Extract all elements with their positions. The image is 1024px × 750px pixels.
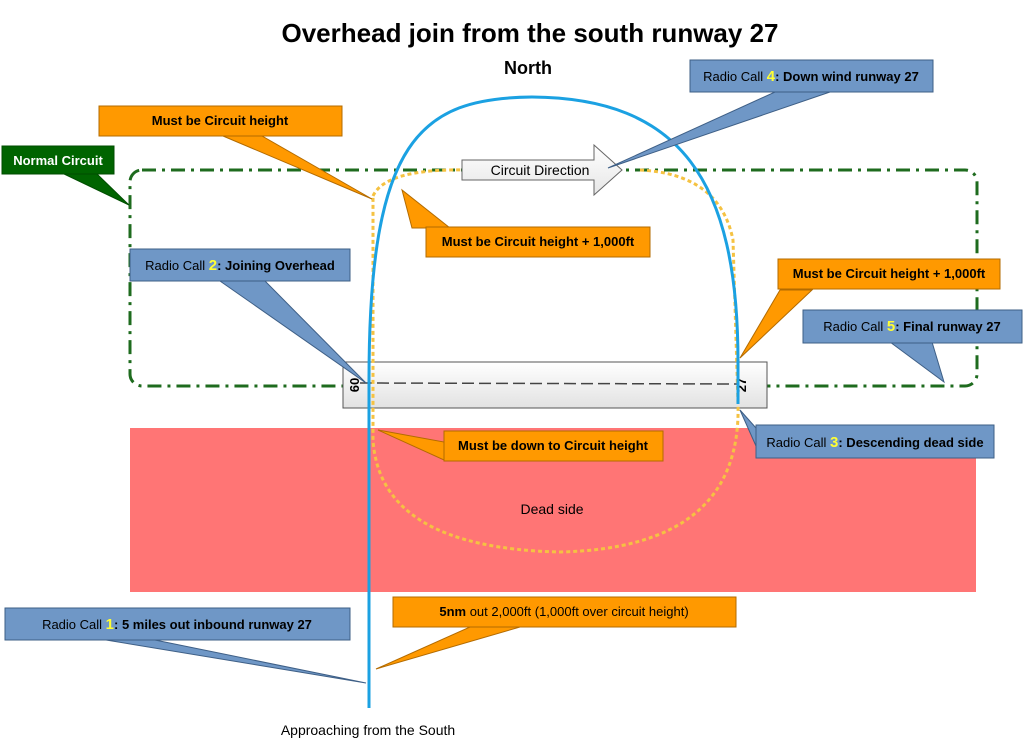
radio-call-3-prefix: Radio Call [766, 435, 830, 450]
circuit-height-note: Must be Circuit height [152, 113, 289, 128]
runway-centerline [359, 382, 739, 385]
radio-call-2-text: Radio Call 2: Joining Overhead [145, 257, 335, 274]
radio-call-4-message: : Down wind runway 27 [775, 69, 919, 84]
radio-call-4-text: Radio Call 4: Down wind runway 27 [703, 68, 919, 85]
radio-call-1-message: : 5 miles out inbound runway 27 [114, 617, 312, 632]
radio-call-1-text: Radio Call 1: 5 miles out inbound runway… [42, 616, 312, 633]
runway-09-label: 09 [347, 378, 362, 392]
overhead-join-path [367, 95, 740, 708]
circuit-direction-arrow [461, 143, 623, 197]
circuit-height-plus-right-callout: Must be Circuit height + 1,000ft [739, 258, 1001, 359]
circuit-height-plus-top-callout: Must be Circuit height + 1,000ft [401, 188, 651, 258]
five-nm-distance: 5nm [439, 604, 466, 619]
radio-call-1-prefix: Radio Call [42, 617, 106, 632]
normal-circuit-label: Normal Circuit [13, 153, 103, 168]
five-nm-note: 5nm out 2,000ft (1,000ft over circuit he… [439, 604, 688, 619]
radio-call-3-message: : Descending dead side [838, 435, 983, 450]
approach-label: Approaching from the South [281, 722, 455, 738]
descent-path [371, 168, 740, 554]
radio-call-2-prefix: Radio Call [145, 258, 209, 273]
radio-call-2-message: : Joining Overhead [217, 258, 335, 273]
radio-call-2-callout: Radio Call 2: Joining Overhead [129, 248, 367, 384]
down-to-circuit-height-note: Must be down to Circuit height [458, 438, 649, 453]
radio-call-3-number: 3 [830, 434, 838, 451]
down-to-circuit-height-callout: Must be down to Circuit height [377, 429, 664, 462]
five-nm-callout: 5nm out 2,000ft (1,000ft over circuit he… [375, 596, 737, 670]
radio-call-5-callout: Radio Call 5: Final runway 27 [802, 309, 1023, 384]
radio-call-5-number: 5 [887, 318, 895, 335]
normal-circuit-callout: Normal Circuit [1, 145, 130, 206]
page-title: Overhead join from the south runway 27 [282, 18, 779, 48]
radio-call-3-text: Radio Call 3: Descending dead side [766, 434, 983, 451]
radio-call-4-number: 4 [767, 68, 776, 85]
radio-call-5-message: : Final runway 27 [895, 319, 1000, 334]
circuit-height-plus-note-top: Must be Circuit height + 1,000ft [442, 234, 635, 249]
circuit-height-callout: Must be Circuit height [98, 105, 373, 200]
north-label: North [504, 58, 552, 78]
five-nm-detail: out 2,000ft (1,000ft over circuit height… [466, 604, 689, 619]
radio-call-1-number: 1 [106, 616, 114, 633]
runway [342, 361, 768, 409]
radio-call-5-text: Radio Call 5: Final runway 27 [823, 318, 1000, 335]
radio-call-1-callout: Radio Call 1: 5 miles out inbound runway… [4, 607, 367, 684]
radio-call-5-prefix: Radio Call [823, 319, 887, 334]
radio-call-4-prefix: Radio Call [703, 69, 767, 84]
dead-side-label: Dead side [520, 501, 583, 517]
circuit-direction-label: Circuit Direction [491, 162, 590, 178]
radio-call-4-callout: Radio Call 4: Down wind runway 27 [607, 59, 934, 169]
circuit-height-plus-note-right: Must be Circuit height + 1,000ft [793, 266, 986, 281]
radio-call-3-callout: Radio Call 3: Descending dead side [739, 409, 995, 459]
radio-call-2-number: 2 [209, 257, 217, 274]
